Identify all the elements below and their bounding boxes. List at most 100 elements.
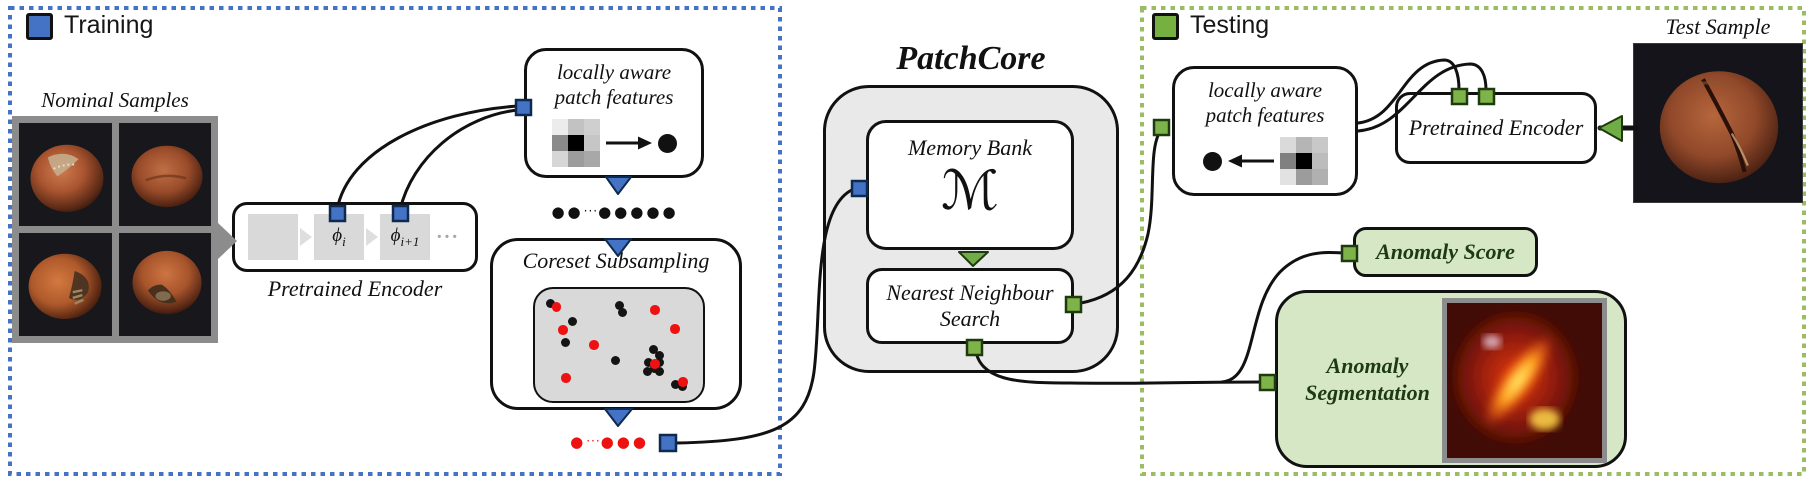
blue-connector-coreset-output [658, 433, 678, 453]
hazelnut-image-4 [118, 233, 211, 336]
phi-i-subscript: i [342, 233, 346, 249]
memory-bank-symbol: ℳ [941, 159, 999, 222]
scatter-point [611, 355, 621, 365]
right-arrow-icon [605, 136, 652, 150]
patch-cell [567, 151, 584, 167]
patch-cell [1311, 153, 1328, 169]
scatter-point [655, 366, 665, 376]
scatter-point [567, 316, 577, 326]
patch-cell [1295, 137, 1312, 153]
hazelnut-image-3 [19, 233, 112, 336]
coreset-sampled-dots: ●···●●● [570, 433, 649, 451]
patch-features-line2: patch features [554, 85, 674, 109]
patch-cell [1295, 169, 1312, 185]
scatter-point [644, 357, 654, 367]
phi-i-to-patchfeatures-line [335, 104, 520, 212]
testing-legend-swatch [1152, 13, 1179, 40]
scatter-point [642, 366, 652, 376]
patch-cell [1279, 153, 1296, 169]
scatter-point [561, 337, 571, 347]
patch-cell [1311, 137, 1328, 153]
anomaly-score-box: Anomaly Score [1353, 227, 1538, 277]
phi-i1-symbol: ϕ [390, 224, 401, 246]
testing-encoder-label: Pretrained Encoder [1408, 115, 1584, 140]
scatter-point [670, 379, 680, 389]
testing-legend-label: Testing [1190, 11, 1270, 39]
scatter-point [650, 359, 660, 369]
scatter-point [648, 344, 658, 354]
patch-cell [1279, 137, 1296, 153]
feature-vector-dot [657, 133, 677, 153]
patch-cell [551, 135, 568, 151]
patch-features-line2: patch features [1205, 103, 1325, 127]
memory-bank-box: Memory Bank ℳ [866, 120, 1074, 250]
encoder-more-layers-ellipsis: ··· [436, 225, 460, 248]
left-arrow-icon [1227, 154, 1274, 168]
memory-bank-label: Memory Bank [907, 135, 1032, 160]
green-connector-patchfeatures [1152, 118, 1171, 137]
scatter-point [650, 305, 660, 315]
scatter-point [589, 340, 599, 350]
training-legend-swatch [26, 13, 53, 40]
scatter-point [670, 324, 680, 334]
green-triangle-encoder-in [1598, 115, 1623, 142]
scatter-point [545, 298, 555, 308]
training-encoder-box: ϕi ϕi+1 ··· [232, 202, 478, 272]
phi-i-symbol: ϕ [332, 224, 343, 246]
scatter-point [678, 377, 688, 387]
blue-triangle-coreset-out [604, 408, 633, 427]
patch-cell [1311, 169, 1328, 185]
coreset-subsampling-box: Coreset Subsampling [490, 238, 742, 410]
patch-cell [567, 135, 584, 151]
patch-cell [1279, 169, 1296, 185]
training-encoder-label: Pretrained Encoder [267, 276, 443, 301]
scatter-point [558, 325, 568, 335]
scatter-point [551, 302, 562, 312]
anomaly-seg-line2: Segmentation [1305, 380, 1430, 405]
anomaly-score-label: Anomaly Score [1376, 239, 1515, 264]
nominal-samples-label: Nominal Samples [41, 88, 189, 112]
encoder-layer-phi-i: ϕi [314, 214, 364, 260]
feature-vector-dot [1202, 151, 1222, 171]
layer-arrow-icon [300, 228, 312, 246]
test-sample-image [1633, 43, 1803, 203]
patch-features-line1: locally aware [556, 60, 672, 84]
hazelnut-image-1 [19, 123, 112, 226]
patch-cell [583, 119, 600, 135]
coreset-title: Coreset Subsampling [522, 248, 710, 273]
phi-i1-subscript: i+1 [400, 233, 420, 249]
anomaly-seg-label-block: Anomaly Segmentation [1290, 293, 1445, 465]
training-legend-label: Training [64, 11, 154, 39]
encoder-layer-block [248, 214, 298, 260]
patch-grid-graphic [1279, 137, 1328, 185]
layer-arrow-icon [366, 228, 378, 246]
scatter-point [561, 373, 571, 383]
patch-cell [583, 151, 600, 167]
nominal-samples-grid [12, 116, 218, 343]
nearest-neighbour-search-box: Nearest Neighbour Search [866, 268, 1074, 344]
scatter-point [617, 307, 627, 317]
anomaly-segmentation-box: Anomaly Segmentation [1275, 290, 1627, 468]
patch-cell [583, 135, 600, 151]
patch-feature-set-dots: ●●···●●●●● [551, 203, 679, 221]
phi-i1-to-patchfeatures-line [398, 108, 520, 212]
hazelnut-image-2 [118, 123, 211, 226]
scatter-point [614, 300, 624, 310]
patch-cell [1295, 153, 1312, 169]
test-sample-label: Test Sample [1665, 14, 1771, 39]
green-connector-segmentation [1258, 373, 1277, 392]
patch-features-line1: locally aware [1207, 78, 1323, 102]
patch-cell [551, 151, 568, 167]
encoder-layer-phi-i1: ϕi+1 [380, 214, 430, 260]
scatter-point [655, 350, 665, 360]
patch-grid-graphic [551, 119, 600, 167]
testing-patch-features-box: locally aware patch features [1172, 66, 1358, 196]
patch-cell [551, 119, 568, 135]
nn-search-line2: Search [939, 306, 1001, 331]
anomaly-heatmap-image [1442, 298, 1607, 463]
patchcore-title: PatchCore [896, 40, 1046, 77]
anomaly-seg-line1: Anomaly [1326, 353, 1409, 378]
testing-encoder-box: Pretrained Encoder [1395, 92, 1597, 164]
training-patch-features-box: locally aware patch features [524, 48, 704, 178]
